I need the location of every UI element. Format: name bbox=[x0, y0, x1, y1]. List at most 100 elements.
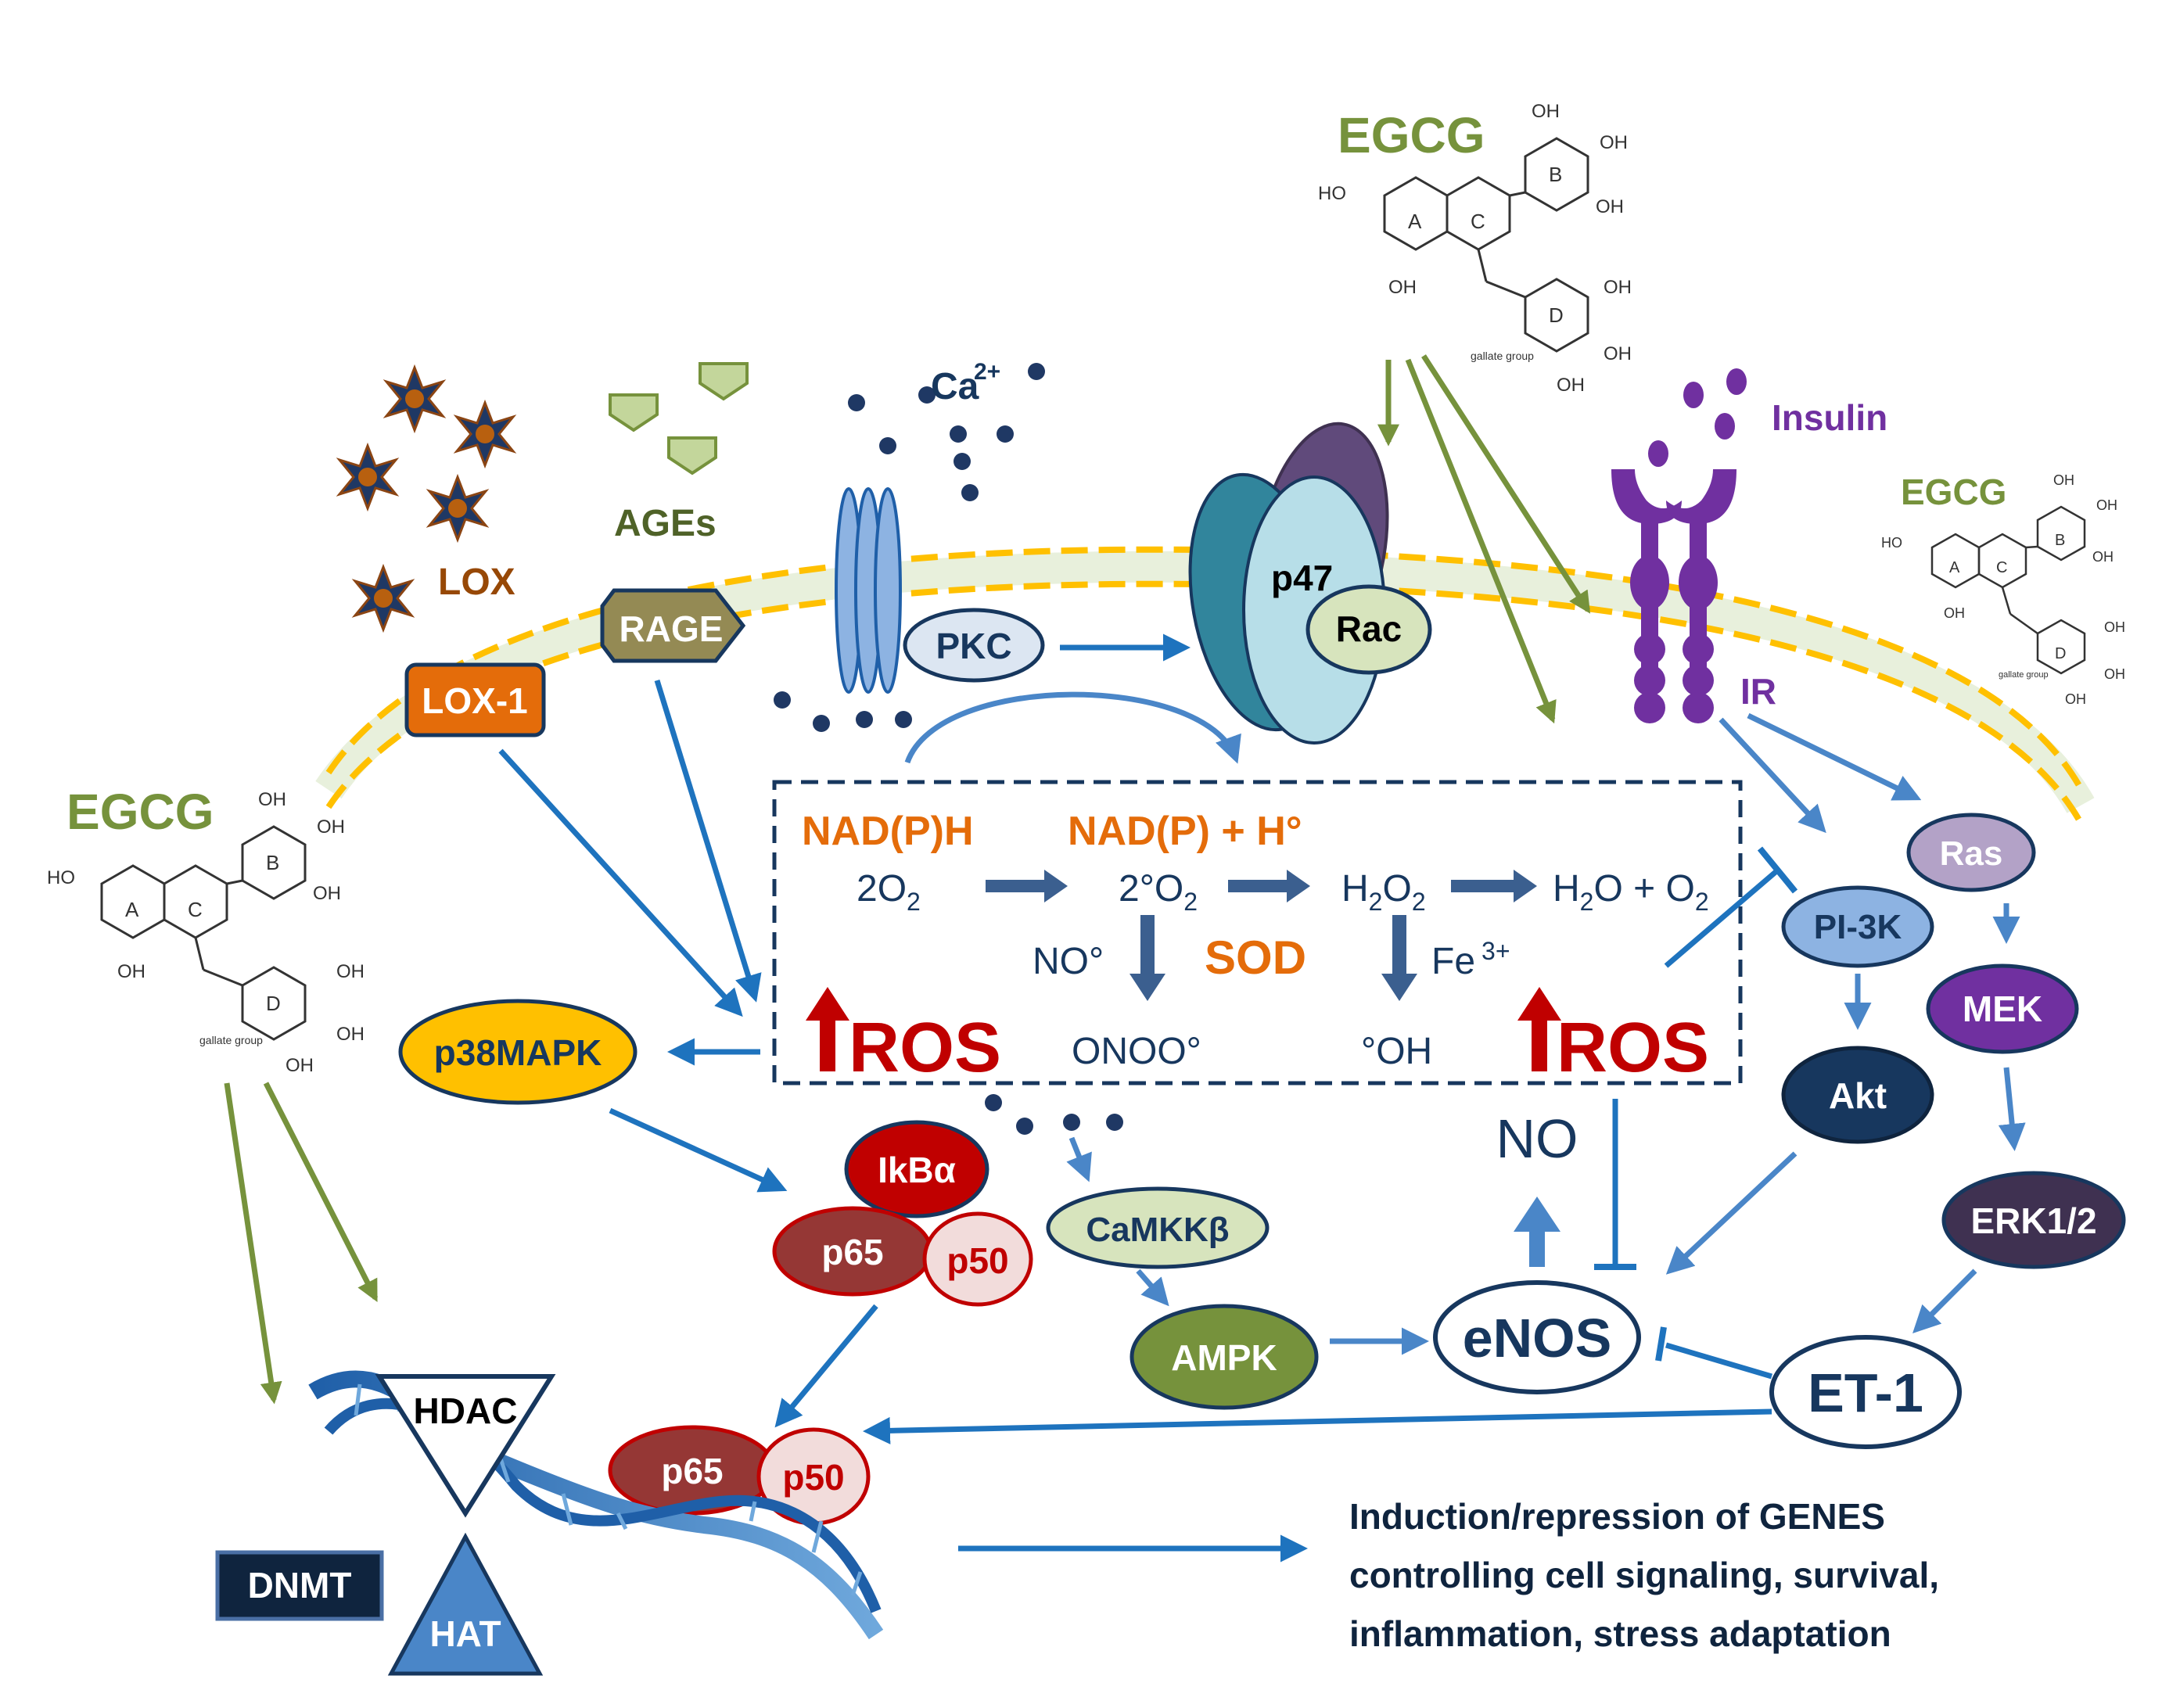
hat-triangle bbox=[387, 1532, 544, 1676]
svg-text:gallate group: gallate group bbox=[1471, 350, 1534, 362]
rage-label: RAGE bbox=[620, 608, 724, 649]
svg-text:OH: OH bbox=[336, 961, 365, 982]
p50-label: p50 bbox=[946, 1240, 1008, 1281]
rage-to-ros-arrow bbox=[654, 679, 762, 1003]
h2o2-label: H bbox=[1341, 868, 1369, 910]
svg-text:HO: HO bbox=[47, 867, 75, 888]
calcium-label: Ca bbox=[931, 366, 979, 407]
calcium-charge: 2+ bbox=[974, 359, 1000, 385]
svg-text:OH: OH bbox=[1600, 132, 1628, 153]
svg-text:OH: OH bbox=[2104, 666, 2125, 682]
svg-text:B: B bbox=[266, 851, 279, 874]
camkkb-label: CaMKKβ bbox=[1086, 1211, 1229, 1249]
svg-text:2°O2: 2°O2 bbox=[1119, 868, 1198, 916]
up-arrow-icon bbox=[1517, 987, 1561, 1071]
svg-text:HO: HO bbox=[1881, 535, 1902, 551]
ros-left-label: ROS bbox=[849, 1009, 1001, 1087]
erk-node bbox=[1941, 1171, 2126, 1269]
p38-to-nfkb-arrow bbox=[609, 1107, 788, 1193]
ampk-node bbox=[1130, 1304, 1319, 1410]
rac-node bbox=[1305, 584, 1432, 675]
svg-text:OH: OH bbox=[117, 961, 145, 982]
sod-label: SOD bbox=[1205, 931, 1306, 984]
egcg-to-hdac-arrow bbox=[263, 1082, 379, 1302]
pi3k-label: PI-3K bbox=[1814, 908, 1902, 946]
egcg-to-membrane-arrow bbox=[1405, 358, 1557, 724]
lox1-to-ros-arrow bbox=[498, 748, 743, 1017]
p65-label: p65 bbox=[821, 1232, 883, 1272]
nadph-label: NAD(P)H bbox=[802, 809, 974, 854]
akt-to-enos-arrow bbox=[1665, 1151, 1798, 1275]
svg-text:OH: OH bbox=[2096, 497, 2117, 513]
svg-text:HO: HO bbox=[1318, 183, 1346, 204]
lox1-receptor bbox=[404, 662, 546, 737]
dnmt-label: DNMT bbox=[248, 1565, 352, 1606]
et1-inhibits-enos-line bbox=[1665, 1342, 1772, 1380]
svg-text:C: C bbox=[188, 898, 203, 921]
svg-text:H2O + O2: H2O + O2 bbox=[1553, 868, 1709, 916]
nadp-label: NAD(P) + H° bbox=[1068, 809, 1302, 854]
p38mapk-node bbox=[398, 999, 637, 1105]
hdac-label: HDAC bbox=[414, 1390, 518, 1431]
svg-text:OH: OH bbox=[1944, 605, 1965, 621]
ros-inhibits-pi3k-bar bbox=[1757, 846, 1798, 894]
pkc-label: PKC bbox=[936, 626, 1011, 666]
svg-text:B: B bbox=[2055, 532, 2065, 549]
svg-text:gallate group: gallate group bbox=[199, 1034, 263, 1046]
ras-node bbox=[1906, 813, 2036, 892]
camkkb-to-ampk-arrow bbox=[1136, 1268, 1169, 1307]
lox-particles bbox=[336, 364, 517, 633]
ros-generation-box bbox=[772, 780, 1743, 1085]
rac-label: Rac bbox=[1336, 608, 1402, 649]
nuclear-p65-label: p65 bbox=[661, 1451, 723, 1491]
svg-text:OH: OH bbox=[1604, 343, 1632, 364]
nfkb-to-nucleus-arrow bbox=[774, 1304, 878, 1428]
ir-to-ras-arrow bbox=[1747, 712, 1922, 801]
lox-label: LOX bbox=[438, 562, 515, 603]
calcium-to-camkkb-arrow bbox=[1066, 1136, 1092, 1182]
dnmt-box bbox=[215, 1550, 384, 1621]
et1-label: ET-1 bbox=[1808, 1362, 1923, 1423]
ros-increase-icons bbox=[806, 987, 1561, 1071]
oxygen-label: 2O bbox=[857, 868, 907, 910]
et1-to-nfkb-arrow bbox=[863, 1408, 1772, 1444]
hdac-triangle bbox=[375, 1374, 556, 1518]
svg-text:OH: OH bbox=[2104, 619, 2125, 635]
svg-text:D: D bbox=[1549, 303, 1564, 327]
calcium-ions bbox=[774, 363, 1123, 1135]
outcome-line-3: inflammation, stress adaptation bbox=[1349, 1613, 1891, 1654]
insulin-molecules bbox=[1648, 368, 1747, 467]
svg-text:C: C bbox=[1996, 559, 2007, 576]
ages-particles bbox=[609, 362, 749, 475]
superoxide-label: 2°O bbox=[1119, 868, 1183, 910]
svg-text:OH: OH bbox=[1604, 277, 1632, 298]
svg-text:OH: OH bbox=[286, 1055, 314, 1076]
ros-inhibits-pi3k-line bbox=[1664, 870, 1778, 968]
svg-text:D: D bbox=[2055, 645, 2066, 662]
svg-text:A: A bbox=[125, 898, 139, 921]
ras-label: Ras bbox=[1940, 834, 2003, 873]
p47-label: p47 bbox=[1271, 558, 1333, 598]
erk-label: ERK1/2 bbox=[1970, 1200, 2096, 1241]
egcg-to-ir-arrow bbox=[1421, 354, 1591, 614]
svg-text:OH: OH bbox=[1388, 277, 1417, 298]
svg-text:2O2: 2O2 bbox=[857, 868, 921, 916]
akt-label: Akt bbox=[1829, 1075, 1887, 1116]
ikba-node bbox=[844, 1120, 989, 1218]
dna-helix bbox=[308, 1370, 884, 1640]
svg-text:A: A bbox=[1949, 559, 1960, 576]
peroxynitrite-label: ONOO° bbox=[1072, 1031, 1201, 1072]
ikba-label: IkBα bbox=[878, 1150, 956, 1190]
insulin-label: Insulin bbox=[1772, 397, 1887, 438]
egcg-to-dna-arrow bbox=[224, 1082, 282, 1405]
mek-node bbox=[1926, 963, 2079, 1054]
reaction-arrows bbox=[986, 870, 1537, 1001]
egcg-molecule-right: EGCG A C B D HO OH OH OH OH OH OH OH gal… bbox=[1881, 472, 2125, 707]
ros-right-label: ROS bbox=[1557, 1009, 1709, 1087]
svg-text:D: D bbox=[266, 992, 281, 1015]
enos-label: eNOS bbox=[1463, 1308, 1612, 1369]
hydroxyl-label: °OH bbox=[1361, 1031, 1432, 1072]
pkc-to-ros-curve-arrow bbox=[904, 691, 1241, 764]
